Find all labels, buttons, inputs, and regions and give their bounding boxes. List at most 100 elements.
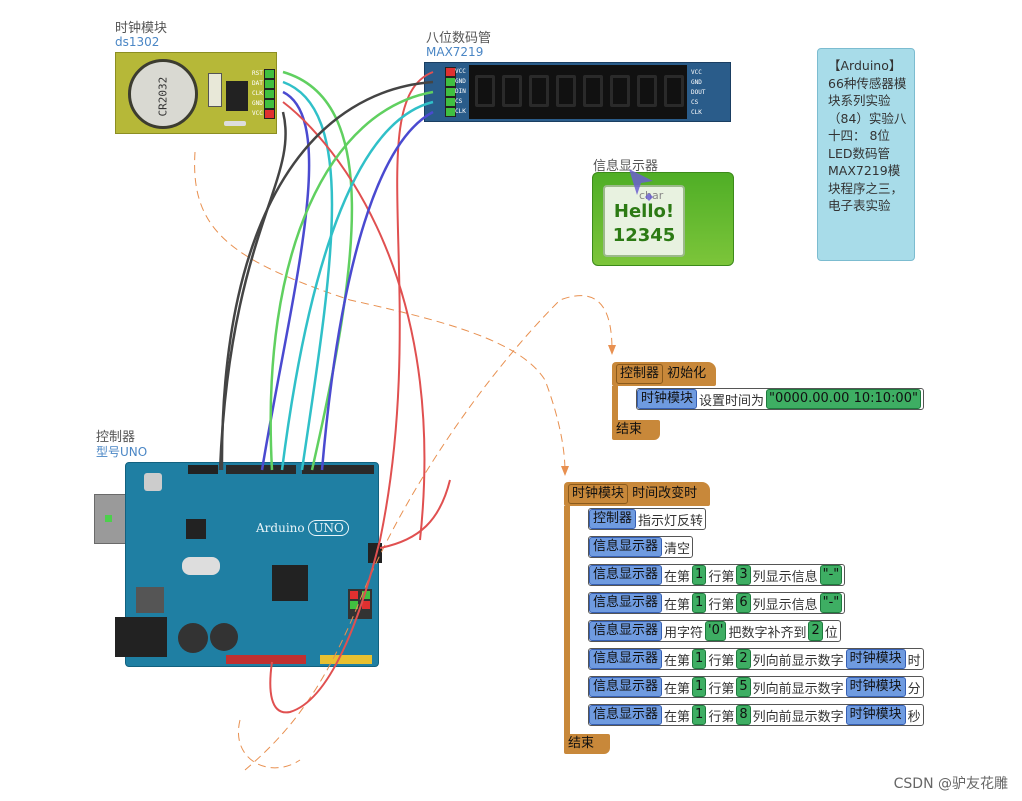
- rtc-pin-gnd[interactable]: [264, 99, 275, 109]
- module-chip: 信息显示器: [589, 649, 663, 669]
- rtc-pin-rst[interactable]: [264, 69, 275, 79]
- module-chip: 信息显示器: [589, 705, 663, 725]
- statement-text: 行第: [708, 681, 735, 697]
- value-chip[interactable]: 1: [692, 565, 707, 585]
- crystal: [208, 73, 222, 107]
- init-hat-label: 初始化: [667, 366, 707, 381]
- info-display-module[interactable]: Hello! 12345 char: [592, 169, 734, 266]
- statement-text: 在第: [664, 653, 691, 669]
- rtc-pin-clk[interactable]: [264, 89, 275, 99]
- value-chip[interactable]: 1: [692, 649, 707, 669]
- statement-text: 秒: [907, 709, 921, 725]
- statement-text: 在第: [664, 597, 691, 613]
- coin-battery: CR2032: [128, 59, 198, 129]
- module-chip: 信息显示器: [589, 537, 663, 557]
- value-chip[interactable]: 3: [736, 565, 751, 585]
- wire-max-din: [269, 90, 434, 471]
- digit-4: [556, 75, 576, 107]
- module-chip: 信息显示器: [589, 593, 663, 613]
- event-statement-row[interactable]: 控制器指示灯反转: [588, 508, 707, 530]
- value-chip[interactable]: 8: [736, 705, 751, 725]
- init-time-value[interactable]: "0000.00.00 10:10:00": [766, 389, 921, 409]
- module-chip: 信息显示器: [589, 621, 663, 641]
- wire-max-clk: [320, 110, 434, 471]
- statement-text: 行第: [708, 653, 735, 669]
- max-pin-din[interactable]: [445, 87, 456, 97]
- watermark: CSDN @驴友花雕: [893, 776, 1008, 792]
- flow-arrow-head-1: [608, 345, 616, 355]
- wire-vcc-join: [379, 479, 451, 549]
- statement-text: 列显示信息: [752, 597, 818, 613]
- value-chip[interactable]: 1: [692, 677, 707, 697]
- header-power: [226, 655, 306, 664]
- value-chip[interactable]: 5: [736, 677, 751, 697]
- value-chip[interactable]: 1: [692, 593, 707, 613]
- reset-button[interactable]: [144, 473, 162, 491]
- statement-text: 列向前显示数字: [752, 681, 844, 697]
- max-name-label: 八位数码管: [426, 31, 492, 46]
- arduino-uno-board[interactable]: Arduino UNO: [125, 462, 382, 667]
- value-chip[interactable]: '0': [705, 621, 727, 641]
- flow-line-2: [244, 295, 613, 771]
- statement-text: 行第: [708, 569, 735, 585]
- max-pin-clk[interactable]: [445, 107, 456, 117]
- header-aref: [188, 465, 218, 474]
- wire-max-vcc: [269, 71, 434, 714]
- header-analog: [320, 655, 372, 664]
- uno-type-label: 型号UNO: [96, 445, 148, 459]
- statement-text: 在第: [664, 569, 691, 585]
- lcd-name-label: 信息显示器: [593, 159, 659, 174]
- module-chip: 时钟模块: [845, 649, 906, 669]
- rtc-type-label: ds1302: [115, 35, 160, 49]
- statement-text: 列显示信息: [752, 569, 818, 585]
- init-hat-block[interactable]: 控制器 初始化: [612, 362, 716, 386]
- value-chip[interactable]: "-": [819, 565, 843, 585]
- statement-text: 行第: [708, 709, 735, 725]
- wire-rtc-gnd: [218, 111, 287, 471]
- module-chip: 时钟模块: [845, 705, 906, 725]
- statement-text: 在第: [664, 681, 691, 697]
- usb-chip: [186, 519, 206, 539]
- value-chip[interactable]: 2: [808, 621, 823, 641]
- value-chip[interactable]: 1: [692, 705, 707, 725]
- init-set-time-row[interactable]: 时钟模块 设置时间为 "0000.00.00 10:10:00": [636, 388, 924, 410]
- arduino-logo-text: Arduino UNO: [256, 520, 349, 536]
- rtc-name-label: 时钟模块: [115, 21, 168, 36]
- value-chip[interactable]: "-": [819, 593, 843, 613]
- event-statement-row[interactable]: 信息显示器清空: [588, 536, 694, 558]
- event-hat-block[interactable]: 时钟模块 时间改变时: [564, 482, 710, 506]
- info-display-screen: Hello! 12345: [603, 185, 685, 257]
- value-chip[interactable]: 2: [736, 649, 751, 669]
- module-chip: 控制器: [589, 509, 637, 529]
- max-pin-vcc[interactable]: [445, 67, 456, 77]
- flow-line-3: [238, 719, 301, 769]
- statement-text: 列向前显示数字: [752, 653, 844, 669]
- max-pin-gnd[interactable]: [445, 77, 456, 87]
- statement-text: 指示灯反转: [638, 513, 704, 529]
- capacitor-2: [210, 623, 238, 651]
- digit-2: [502, 75, 522, 107]
- flow-line-1: [194, 151, 566, 473]
- value-chip[interactable]: 6: [736, 593, 751, 613]
- rtc-pin-dat[interactable]: [264, 79, 275, 89]
- digit-3: [529, 75, 549, 107]
- init-controller-chip: 控制器: [616, 364, 664, 384]
- init-set-time-label: 设置时间为: [699, 393, 765, 409]
- wire-rtc-clk: [260, 90, 311, 471]
- init-block-spine: [612, 386, 618, 422]
- max-pin-cs[interactable]: [445, 97, 456, 107]
- statement-text: 行第: [708, 597, 735, 613]
- digit-1: [475, 75, 495, 107]
- rtc-chip: [226, 81, 248, 111]
- rtc-pin-vcc[interactable]: [264, 109, 275, 119]
- statement-text: 列向前显示数字: [752, 709, 844, 725]
